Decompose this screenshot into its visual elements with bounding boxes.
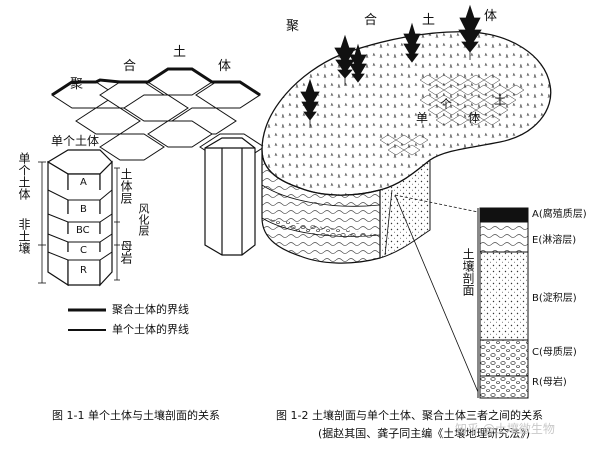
side-label-single-body: 单个土体: [17, 152, 31, 200]
fig2-single-char: 个: [440, 97, 453, 111]
fig2-title-char: 合: [364, 13, 378, 28]
fig2-caption-line2: (据赵其国、龚子同主编《土壤地理研究法》): [318, 427, 531, 440]
horizon-label-a: A(腐殖质层): [532, 209, 587, 220]
tree-icon: [300, 4, 482, 128]
single-soil-body-label: 单个土体: [51, 134, 100, 148]
projection-lines: [384, 189, 479, 393]
fig2-caption-line1: 图 1-2 土壤剖面与单个土体、聚合土体三者之间的关系: [276, 409, 543, 422]
horizon-c: [479, 339, 529, 377]
layer-label-r: R: [80, 265, 87, 276]
hex-cell: [123, 94, 189, 122]
hex-cell: [99, 133, 165, 161]
layer-label-b: B: [80, 204, 87, 215]
fig1-title-char: 体: [218, 59, 232, 74]
fig1-caption: 图 1-1 单个土体与土壤剖面的关系: [52, 409, 220, 422]
side-label-non-soil: 非土壤: [17, 218, 31, 254]
side-label-weathered: 风化层: [137, 203, 150, 236]
soil-profile-column: [477, 207, 529, 399]
figure-1-2: [261, 4, 552, 399]
fig2-title-char: 聚: [286, 19, 300, 34]
fig1-title-char: 土: [173, 45, 187, 60]
horizon-label-c: C(母质层): [532, 347, 577, 358]
soil-profile-label: 土壤剖面: [461, 248, 475, 296]
fig2-single-char: 土: [494, 93, 507, 107]
aggregate-boundary-line: [51, 67, 261, 97]
legend-label-single: 单个土体的界线: [112, 323, 189, 336]
horizon-label-r: R(母岩): [532, 377, 567, 388]
horizon-e: [479, 221, 529, 253]
surface-hex-mesh: [379, 74, 525, 156]
horizon-label-b: B(淀积层): [532, 293, 577, 304]
fig2-single-char: 体: [468, 111, 481, 125]
side-label-solum: 土体层: [119, 168, 133, 204]
fig2-title-char: 体: [484, 9, 498, 24]
figure-1-1: [38, 67, 265, 331]
hex-cell: [147, 120, 213, 148]
single-soil-column: [38, 149, 120, 287]
fig1-title-char: 合: [123, 59, 137, 74]
fig2-single-char: 单: [416, 111, 429, 125]
horizon-a: [479, 207, 529, 223]
horizon-r: [479, 375, 529, 399]
watermark: 知乎 @土壤微生物: [455, 422, 555, 436]
fig1-title-char: 聚: [70, 77, 84, 92]
layer-label-bc: BC: [76, 225, 90, 236]
horizon-b: [479, 251, 529, 341]
side-label-bedrock: 母岩: [119, 240, 133, 264]
right-prism: [204, 137, 256, 256]
hex-cell: [75, 107, 141, 135]
fig2-title-char: 土: [422, 13, 436, 28]
layer-label-a: A: [80, 177, 87, 188]
layer-label-c: C: [80, 245, 87, 256]
legend-label-aggregate: 聚合土体的界线: [112, 303, 189, 316]
horizon-label-e: E(淋溶层): [532, 235, 577, 246]
